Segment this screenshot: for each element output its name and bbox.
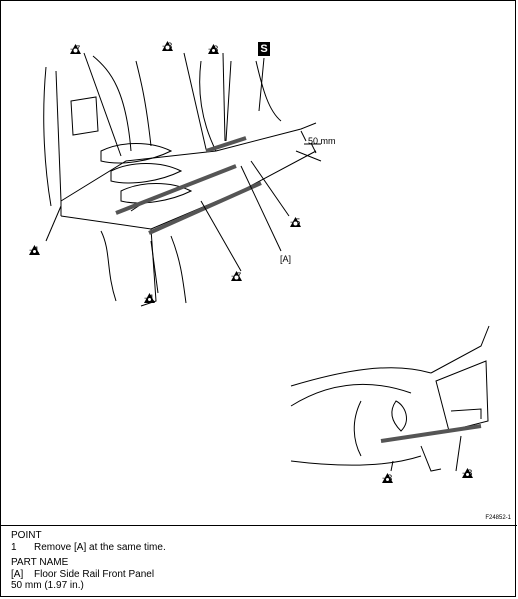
gear-weld-icon <box>290 217 301 227</box>
triangle-weld-icon <box>29 245 40 255</box>
part-item-text: Floor Side Rail Front Panel <box>34 568 155 580</box>
gear-weld-icon <box>70 44 81 54</box>
weld-callout-3-inset: −3 <box>382 473 393 483</box>
point-item-number: 1 <box>11 541 17 553</box>
triangle-weld-icon <box>144 293 155 303</box>
weld-callout-1-bottom: −1 <box>144 293 155 303</box>
figure-code: F24852-1 <box>485 515 511 521</box>
measurement-label: 50 mm <box>308 136 336 146</box>
vehicle-floor-drawing <box>43 52 490 472</box>
point-item-text: Remove [A] at the same time. <box>34 541 166 553</box>
triangle-weld-icon <box>382 473 393 483</box>
part-name-heading: PART NAME <box>11 557 69 568</box>
point-heading: POINT <box>11 530 42 541</box>
weld-callout-3-b: −3 <box>208 44 219 54</box>
gear-weld-icon <box>162 41 173 51</box>
s-icon: S <box>258 42 270 56</box>
point-item: 1 Remove [A] at the same time. <box>11 542 507 554</box>
weld-callout-7-top: −7 <box>70 44 81 54</box>
weld-callout-7-bottom: −7 <box>231 271 242 281</box>
triangle-weld-icon <box>462 468 473 478</box>
repair-illustration: −7 −3 −3 S 50 mm −1 −5 [A] −7 <box>1 1 517 525</box>
part-a-label: [A] <box>280 254 292 264</box>
part-item: [A] Floor Side Rail Front Panel <box>11 569 507 581</box>
weld-callout-5: −5 <box>290 217 301 227</box>
weld-callout-3-a: −3 <box>162 41 173 51</box>
triangle-weld-icon <box>208 44 219 54</box>
measurement-note: 50 mm (1.97 in.) <box>11 580 84 591</box>
part-item-code: [A] <box>11 568 24 580</box>
notes-panel: POINT 1 Remove [A] at the same time. PAR… <box>1 525 517 598</box>
gear-weld-icon <box>231 271 242 281</box>
weld-callout-8-inset: −8 <box>462 468 473 478</box>
weld-callout-1-left: −1 <box>29 245 40 255</box>
